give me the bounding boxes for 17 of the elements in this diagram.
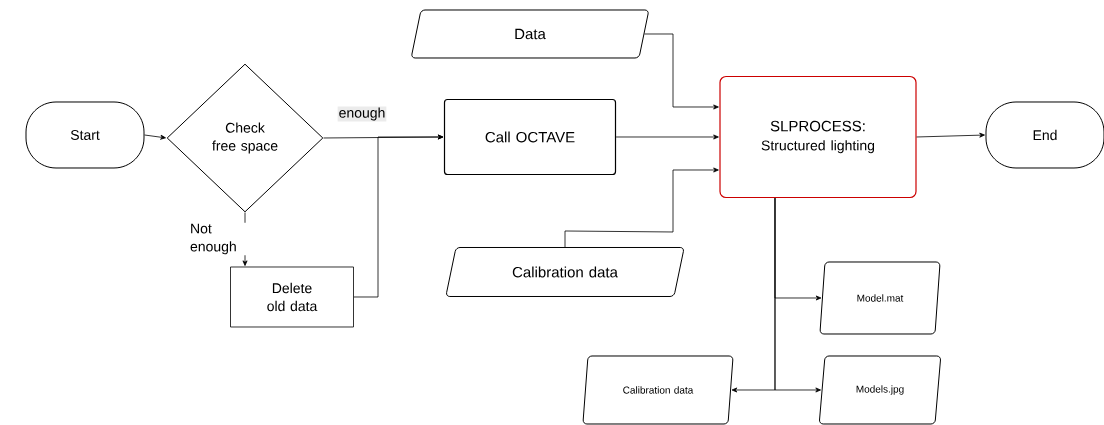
data-parallelogram: Models.jpg	[819, 355, 941, 425]
edge-label: enough	[337, 106, 387, 122]
arrow	[353, 134, 444, 298]
arrow	[144, 134, 166, 140]
data-parallelogram: Calibration data	[446, 247, 684, 297]
process-box: Call OCTAVE	[443, 98, 617, 176]
data-parallelogram: Data	[411, 9, 649, 59]
arrow	[564, 167, 719, 248]
data-parallelogram: Model.mat	[819, 261, 941, 335]
arrow	[916, 132, 985, 138]
arrow	[731, 197, 776, 393]
process-box: SLPROCESS: Structured lighting	[719, 75, 917, 199]
edge-label: Not enough	[189, 222, 251, 256]
process-box: Delete old data	[230, 266, 354, 328]
data-parallelogram: Calibration data	[582, 355, 734, 425]
arrow	[615, 134, 719, 140]
arrow	[644, 33, 719, 110]
